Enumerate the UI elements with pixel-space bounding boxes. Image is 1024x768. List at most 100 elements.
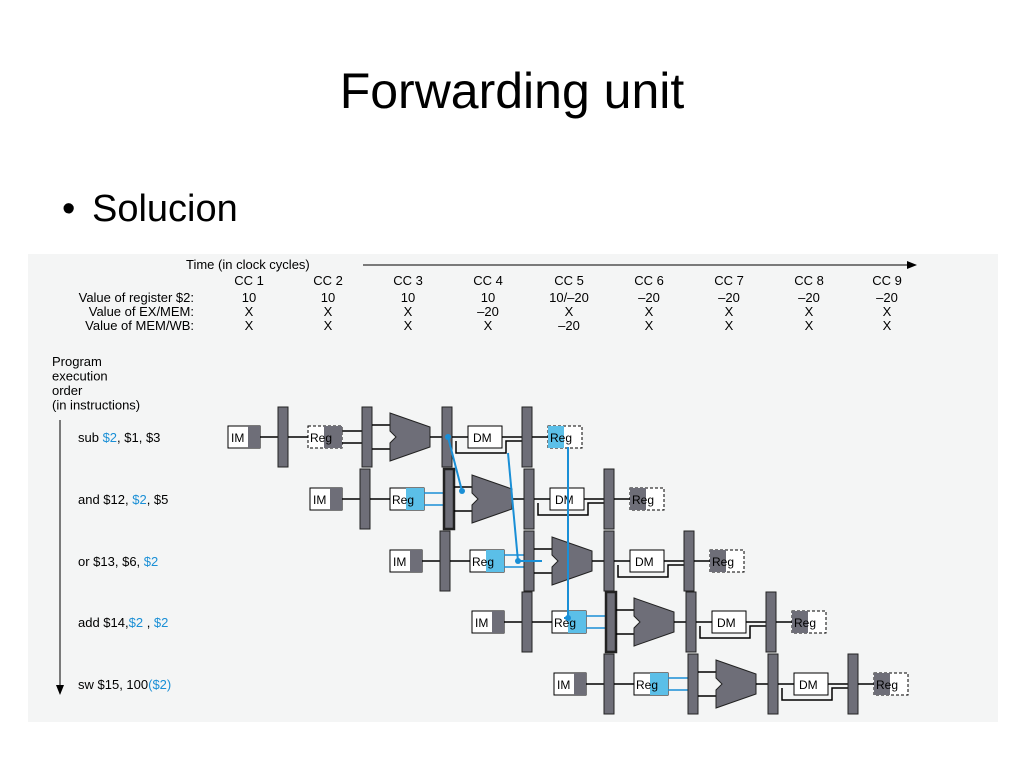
alu-shape [633,597,675,647]
pipe-register [521,406,533,468]
instruction-part: $2 [132,492,146,507]
bypass-wire [537,502,604,516]
clock-cycle-label: CC 5 [554,273,584,288]
timing-value: X [805,304,814,319]
instruction-part: sw $15, 100 [78,677,148,692]
clock-cycle-label: CC 1 [234,273,264,288]
timing-value: –20 [477,304,499,319]
timing-value: 10 [242,290,256,305]
im-box-shade [574,673,586,695]
reg-box-shade [324,426,342,448]
pipe-register [523,468,535,530]
instruction-part: $2 [103,430,117,445]
pipe-register [603,468,615,530]
program-order-label: execution [52,369,108,384]
wb-reg-label: Reg [712,555,734,569]
timing-value: X [645,304,654,319]
time-axis-label: Time (in clock cycles) [186,257,310,272]
reg-box-shade [650,673,668,695]
pipe-register [765,591,777,653]
clock-cycle-label: CC 3 [393,273,423,288]
bypass-wire [699,625,766,639]
im-box-shade [492,611,504,633]
im-box-shade [410,550,422,572]
reg-box-shade [406,488,424,510]
pipeline-row: IM Reg DM Reg [227,406,583,468]
pipe-register [439,530,451,592]
reg-label: Reg [392,493,414,507]
timing-value: 10 [401,290,415,305]
bullet-text: Solucion [92,188,238,230]
timing-value: –20 [638,290,660,305]
timing-value: –20 [798,290,820,305]
program-order-label: order [52,383,83,398]
instruction-label: sub $2, $1, $3 [78,430,160,445]
im-label: IM [313,493,326,507]
timing-value: X [245,318,254,333]
timing-value: 10 [481,290,495,305]
pipe-register [767,653,779,715]
instruction-label: add $14,$2 , $2 [78,615,168,630]
timing-value: X [404,304,413,319]
alu-shape [471,474,513,524]
instruction-part: sub [78,430,103,445]
instruction-part: $2 [144,554,158,569]
timing-value: 10 [321,290,335,305]
wb-reg-label: Reg [876,678,898,692]
timing-row-label: Value of register $2: [79,290,194,305]
dm-label: DM [717,616,736,630]
pipe-register [687,653,699,715]
timing-value: X [805,318,814,333]
timing-value: X [883,318,892,333]
pipe-register [683,530,695,592]
timing-value: –20 [718,290,740,305]
clock-cycle-label: CC 9 [872,273,902,288]
dm-label: DM [555,493,574,507]
pipe-register [685,591,697,653]
timing-value: –20 [876,290,898,305]
pipe-register [521,591,533,653]
timing-value: 10/–20 [549,290,589,305]
instruction-part: ($2) [148,677,171,692]
im-label: IM [393,555,406,569]
reg-label: Reg [310,431,332,445]
forward-path-regfile [564,447,569,619]
instruction-label: or $13, $6, $2 [78,554,158,569]
instruction-part: , $1, $3 [117,430,160,445]
instruction-part: , [143,615,154,630]
slide-title: Forwarding unit [339,63,685,119]
alu-shape [715,659,757,709]
timing-value: X [324,304,333,319]
instruction-part: or $13, $6, [78,554,144,569]
instruction-part: add $14, [78,615,129,630]
bullet-item: • Solucion [62,188,238,231]
wb-reg-label: Reg [550,431,572,445]
bypass-wire [455,440,522,454]
dm-label: DM [635,555,654,569]
dm-label: DM [473,431,492,445]
timing-value: X [883,304,892,319]
reg-box-shade [486,550,504,572]
forward-node [459,488,465,494]
im-label: IM [557,678,570,692]
alu-shape [389,412,431,462]
pipe-register [359,468,371,530]
timing-value: X [484,318,493,333]
timing-row-label: Value of EX/MEM: [89,304,194,319]
im-label: IM [231,431,244,445]
clock-cycle-label: CC 7 [714,273,744,288]
reg-box-shade [568,611,586,633]
reg-label: Reg [472,555,494,569]
timing-value: X [404,318,413,333]
timing-row-label: Value of MEM/WB: [85,318,194,333]
dm-label: DM [799,678,818,692]
bullet-marker: • [62,188,76,230]
pipe-register [847,653,859,715]
bypass-wire [617,564,684,578]
wb-reg-box-shade [874,673,890,695]
timing-value: X [725,304,734,319]
forward-node [565,615,571,621]
pipe-register [603,653,615,715]
